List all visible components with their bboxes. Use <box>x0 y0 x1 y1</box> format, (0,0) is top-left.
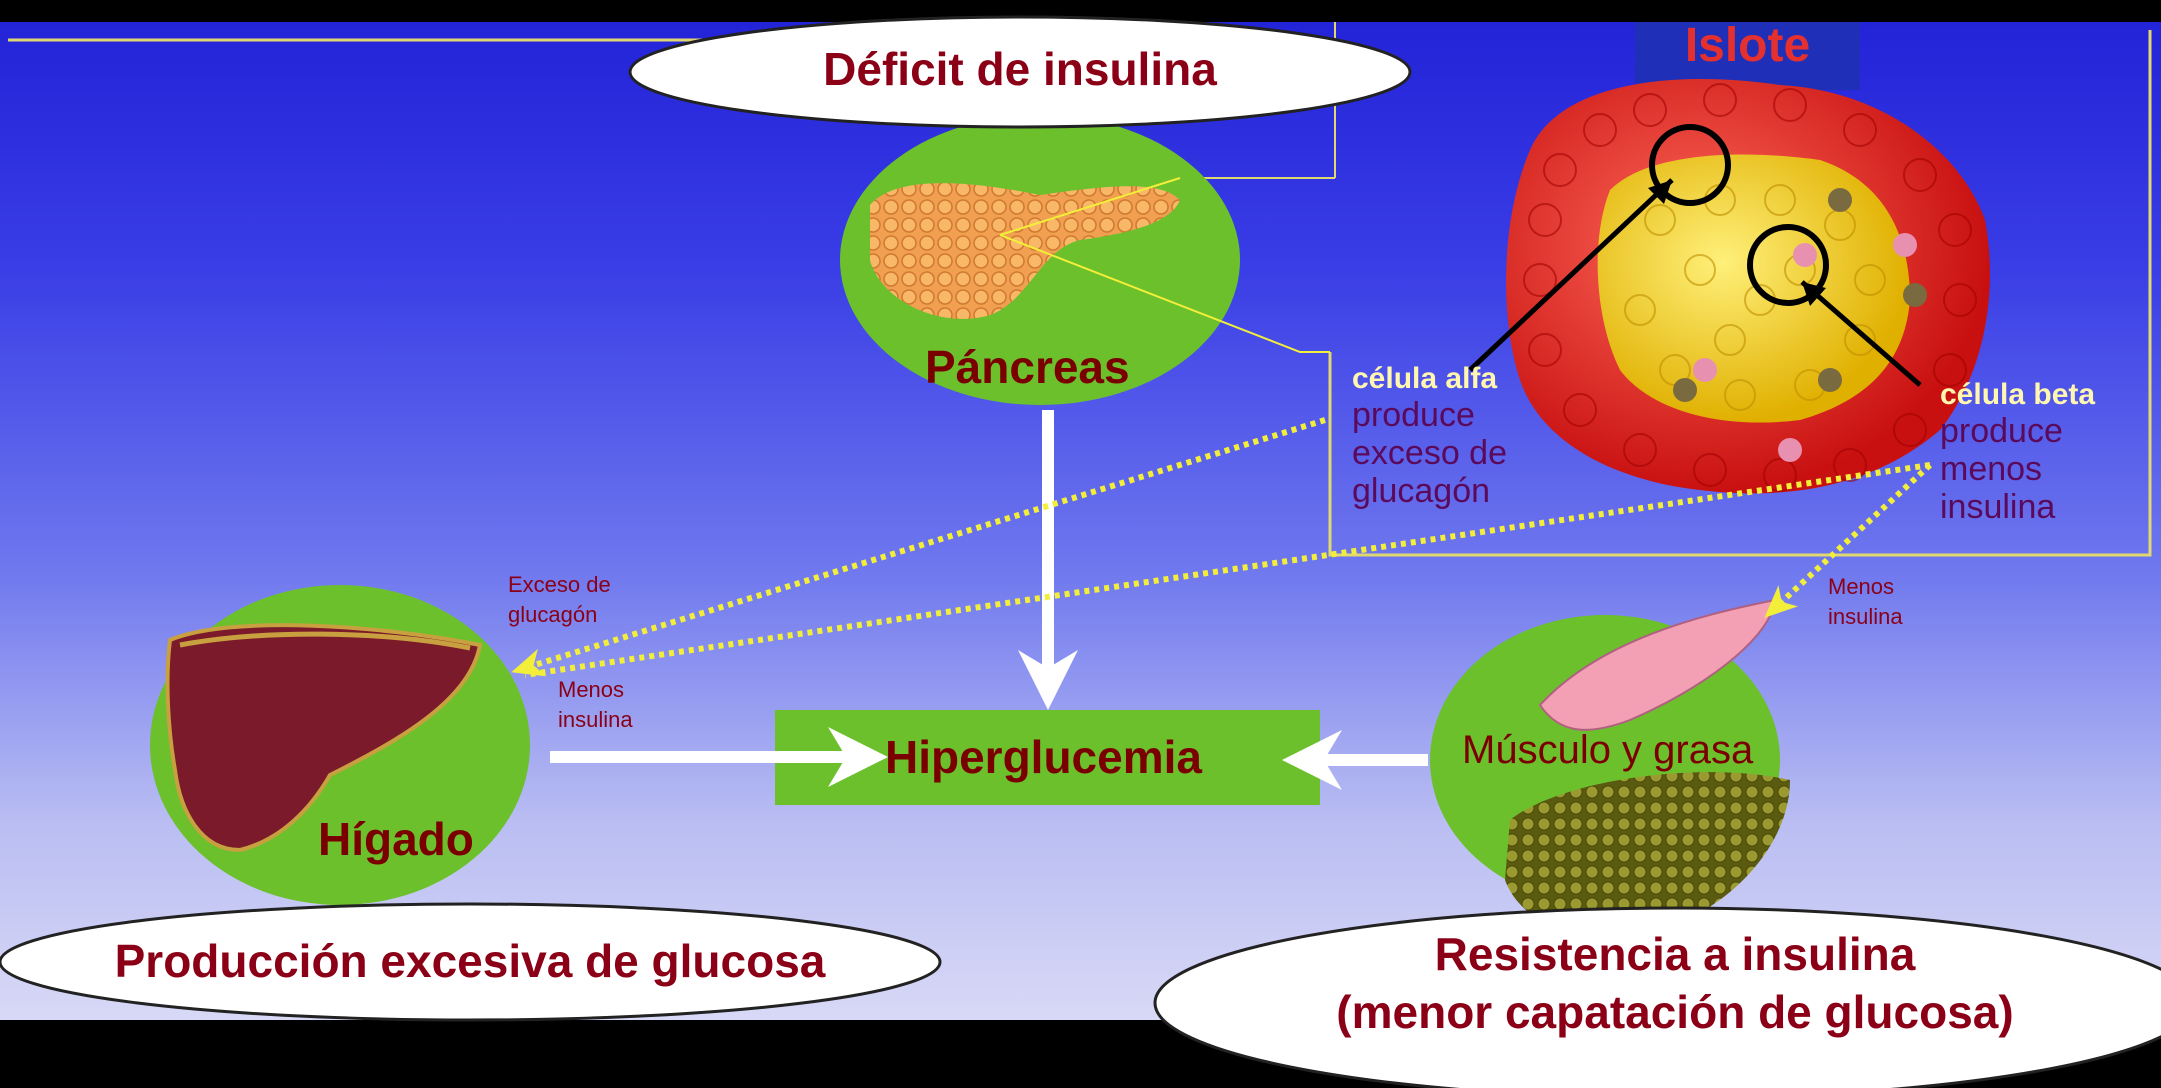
liver-menos-annotation: Menos insulina <box>558 675 633 735</box>
beta-to-liver-dotted-line <box>524 462 1931 678</box>
muscle-ellipse-line: (menor capatación de glucosa) <box>1336 986 2014 1038</box>
liver-exceso-line: glucagón <box>508 602 598 627</box>
muscle-organ <box>1538 598 1777 731</box>
pancreas-islet-line <box>999 234 1330 353</box>
pancreas-label: Páncreas <box>925 341 1130 393</box>
liver-exceso-line: Exceso de <box>508 572 611 597</box>
alpha-to-liver-dotted-arrow <box>511 417 1326 677</box>
top-black-bar <box>0 0 2161 22</box>
liver-menos-line: Menos <box>558 677 625 702</box>
deficit-ellipse <box>628 15 1412 129</box>
hiperglucemia-label: Hiperglucemia <box>885 731 1202 783</box>
fat-tissue <box>1505 772 1790 938</box>
islote-label: Islote <box>1684 19 1811 72</box>
liver-ellipse-text: Producción excesiva de glucosa <box>114 935 826 987</box>
alpha-cell-annotation: célula alfa produce exceso de glucagón <box>1352 362 1507 510</box>
beta-cell-line: insulina <box>1940 488 2056 526</box>
liver-organ <box>165 623 483 853</box>
deficit-title: Déficit de insulina <box>823 43 1217 95</box>
higado-label: Hígado <box>318 813 474 865</box>
liver-menos-line: insulina <box>558 707 633 732</box>
alpha-cell-line: produce <box>1352 396 1475 434</box>
muscle-ellipse-text: Resistencia a insulina (menor capatación… <box>1175 925 2161 1041</box>
beta-cell-annotation: célula beta produce menos insulina <box>1940 378 2095 526</box>
liver-exceso-annotation: Exceso de glucagón <box>508 570 611 630</box>
liver-ellipse <box>0 902 942 1022</box>
islote-box <box>1635 22 1860 90</box>
beta-cell-line: produce <box>1940 412 2063 450</box>
beta-cell-title: célula beta <box>1940 378 2096 411</box>
alpha-cell-line: exceso de <box>1352 434 1507 472</box>
muscle-menos-line: insulina <box>1828 604 1903 629</box>
alpha-cell-line: glucagón <box>1352 472 1491 510</box>
muscle-ellipse <box>1153 906 2161 1088</box>
muscle-ellipse-line: Resistencia a insulina <box>1434 928 1916 980</box>
muscle-menos-line: Menos <box>1828 574 1895 599</box>
muscle-menos-annotation: Menos insulina <box>1828 572 1903 632</box>
beta-cell-line: menos <box>1940 450 2043 488</box>
islet-frame <box>1328 30 2152 557</box>
pancreas-pointer-line <box>999 177 1181 236</box>
pancreas-organ <box>870 183 1180 319</box>
alpha-cell-title: célula alfa <box>1352 362 1498 395</box>
islet-illustration <box>1468 78 1990 494</box>
musculo-label: Músculo y grasa <box>1462 728 1754 772</box>
